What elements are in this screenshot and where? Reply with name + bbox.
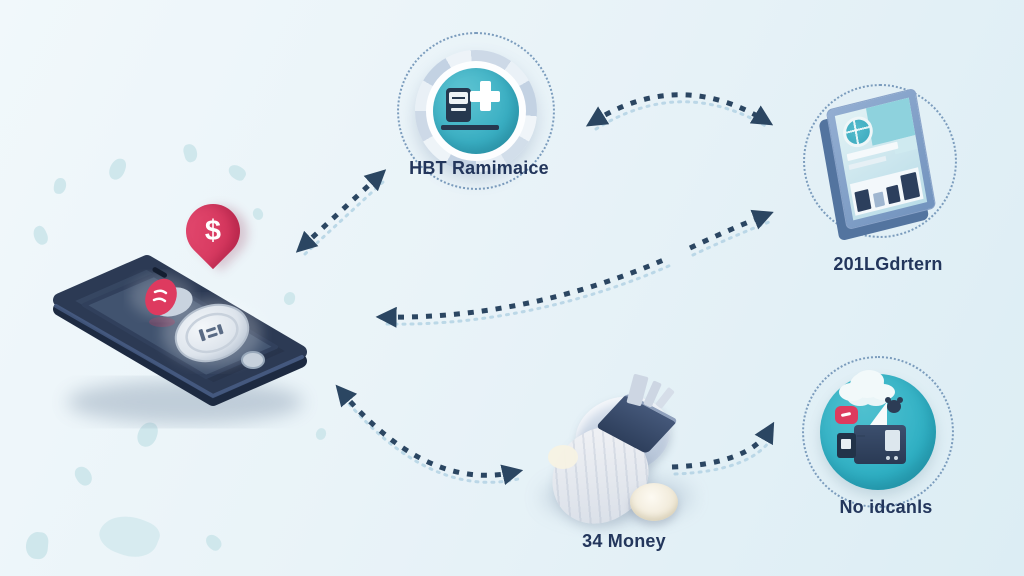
node-remittance-hub [397, 32, 555, 190]
phone-home-button [241, 351, 265, 369]
atm-icon [446, 88, 471, 122]
arrow-phone-dashboard-right [688, 209, 774, 251]
dollar-pin-icon: $ [174, 192, 252, 270]
node-dashboard [803, 84, 957, 242]
node-kiosk [802, 356, 954, 508]
atm-with-plus-icon [433, 68, 519, 154]
coin-icon [630, 483, 678, 521]
alert-bubble-icon [835, 406, 858, 424]
hub-dotted-ring [397, 32, 555, 190]
smartphone-illustration [53, 255, 307, 424]
terminal-machine-icon [854, 425, 906, 464]
coin-icon [174, 303, 250, 363]
plus-icon [470, 81, 500, 111]
node-label-kiosk: No idcanls [839, 497, 933, 517]
node-label-dashboard: 201LGdrtern [833, 254, 943, 274]
phone-camera-notch [152, 267, 168, 278]
cloud-icon [850, 372, 884, 398]
coin-icon [548, 445, 578, 469]
node-label-money: 34 Money [582, 531, 666, 551]
dollar-sign: $ [204, 214, 222, 247]
coin-glyph [198, 324, 224, 342]
card-slot-icon [837, 433, 856, 458]
node-label-hub: HBT Ramimaice [409, 158, 549, 178]
notification-badge-icon [145, 278, 177, 316]
arrow-phone-hub [295, 169, 387, 253]
arrow-money-kiosk [671, 421, 775, 470]
kiosk-dotted-ring [802, 356, 954, 508]
dashboard-dotted-ring [803, 84, 957, 238]
arrow-phone-money [335, 384, 524, 486]
badge-marks [152, 289, 168, 303]
arrow-hub-dashboard [585, 92, 774, 127]
arrow-phone-dashboard-left [375, 255, 670, 328]
node-cash-pile [530, 373, 710, 540]
ball-icon [885, 397, 903, 413]
phone-rim-highlight [54, 304, 304, 399]
